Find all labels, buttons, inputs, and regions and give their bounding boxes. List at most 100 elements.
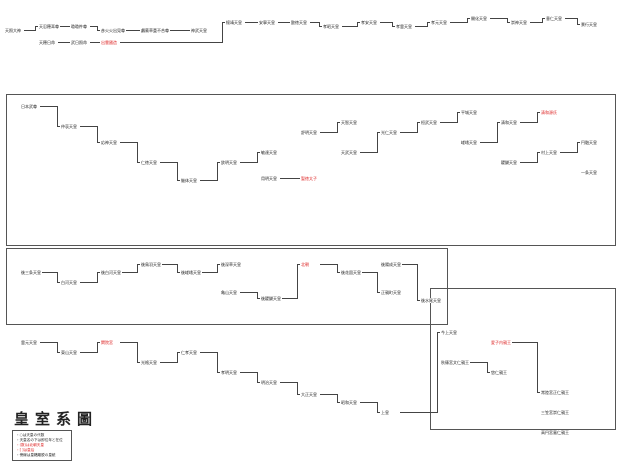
- tree-node: 後白河天皇: [100, 270, 122, 275]
- tree-node: 天忍穂耳尊: [38, 24, 60, 29]
- connector-line: [257, 292, 258, 299]
- tree-node: 応神天皇: [100, 140, 118, 145]
- tree-node: 後深草天皇: [220, 262, 242, 267]
- connector-line: [255, 22, 258, 23]
- connector-line: [217, 264, 218, 273]
- connector-line: [280, 178, 297, 179]
- connector-line: [40, 272, 57, 273]
- connector-line: [320, 132, 337, 133]
- tree-node: 天照大神: [4, 28, 22, 33]
- connector-line: [177, 180, 180, 181]
- connector-line: [337, 122, 338, 133]
- tree-node: 安寧天皇: [258, 20, 276, 25]
- legend: ・○は天皇の代数 ・天皇名の下は即位年と在位 ・(数)は北朝天皇 ・[ ]は皇后…: [12, 430, 72, 461]
- connector-line: [537, 112, 538, 123]
- connector-line: [90, 42, 97, 43]
- connector-line: [200, 352, 217, 353]
- connector-line: [240, 292, 257, 293]
- connector-line: [257, 382, 260, 383]
- connector-line: [377, 272, 378, 293]
- tree-node: 東山天皇: [60, 350, 78, 355]
- connector-line: [97, 342, 98, 353]
- connector-line: [537, 392, 540, 393]
- tree-node: 景行天皇: [580, 22, 598, 27]
- tree-node: 清和源氏: [540, 110, 558, 115]
- connector-line: [97, 272, 98, 283]
- tree-node: 後三条天皇: [20, 270, 42, 275]
- connector-line: [360, 272, 377, 273]
- tree-node: 光格天皇: [140, 360, 158, 365]
- connector-line: [392, 22, 393, 27]
- tree-node: 後嵯峨天皇: [180, 270, 202, 275]
- connector-line: [337, 264, 338, 273]
- connector-line: [520, 122, 537, 123]
- connector-line: [137, 30, 140, 31]
- connector-line: [377, 292, 380, 293]
- tree-node: 後醍醐天皇: [260, 296, 282, 301]
- connector-line: [57, 106, 58, 127]
- connector-line: [427, 22, 428, 27]
- connector-line: [530, 22, 542, 23]
- connector-line: [40, 342, 57, 343]
- tree-node: 孝昭天皇: [322, 24, 340, 29]
- connector-line: [507, 22, 510, 23]
- connector-line: [177, 264, 178, 273]
- tree-node: 日本武尊: [20, 104, 38, 109]
- connector-line: [537, 342, 538, 393]
- connector-line: [240, 162, 257, 163]
- connector-line: [507, 18, 508, 23]
- tree-node: 仲哀天皇: [60, 124, 78, 129]
- connector-line: [120, 30, 137, 31]
- tree-node: 仁徳天皇: [140, 160, 158, 165]
- tree-node: 継体天皇: [180, 178, 198, 183]
- connector-line: [120, 342, 137, 343]
- tree-node: 一条天皇: [580, 170, 598, 175]
- connector-line: [177, 352, 180, 353]
- connector-line: [137, 264, 138, 273]
- connector-line: [577, 142, 580, 143]
- connector-line: [497, 122, 500, 123]
- connector-line: [337, 402, 340, 403]
- tree-node: 天穂日命: [38, 40, 56, 45]
- connector-line: [417, 264, 418, 301]
- tree-node: 霊元天皇: [20, 340, 38, 345]
- tree-node: 天智天皇: [340, 120, 358, 125]
- connector-line: [360, 152, 377, 153]
- tree-node: 孝元天皇: [430, 20, 448, 25]
- connector-line: [437, 332, 440, 333]
- tree-node: 鸕鶿草葺不合尊: [140, 28, 170, 33]
- connector-line: [280, 382, 297, 383]
- connector-line: [487, 362, 488, 373]
- connector-line: [160, 162, 177, 163]
- connector-line: [200, 272, 217, 273]
- connector-line: [80, 282, 97, 283]
- row-frame-2: [6, 248, 448, 325]
- connector-line: [297, 178, 300, 179]
- tree-node: 武日照命: [70, 40, 88, 45]
- connector-line: [177, 162, 178, 181]
- connector-line: [392, 26, 395, 27]
- diagram-title: 皇室系圖: [14, 410, 99, 428]
- connector-line: [400, 412, 437, 413]
- connector-line: [200, 180, 217, 181]
- tree-node: 今上天皇: [440, 330, 458, 335]
- tree-node: 村上天皇: [540, 150, 558, 155]
- connector-line: [120, 272, 137, 273]
- tree-node: 後鳥羽天皇: [140, 262, 162, 267]
- connector-line: [520, 162, 537, 163]
- connector-line: [245, 22, 255, 23]
- connector-line: [97, 26, 98, 31]
- connector-line: [57, 126, 60, 127]
- connector-line: [177, 272, 180, 273]
- connector-line: [35, 26, 36, 31]
- connector-line: [357, 22, 360, 23]
- tree-node: 清和天皇: [500, 120, 518, 125]
- connector-line: [222, 22, 225, 23]
- connector-line: [97, 30, 100, 31]
- connector-line: [377, 412, 380, 413]
- connector-line: [80, 352, 97, 353]
- connector-line: [120, 142, 137, 143]
- connector-line: [319, 26, 322, 27]
- connector-line: [58, 42, 67, 43]
- connector-line: [497, 122, 498, 143]
